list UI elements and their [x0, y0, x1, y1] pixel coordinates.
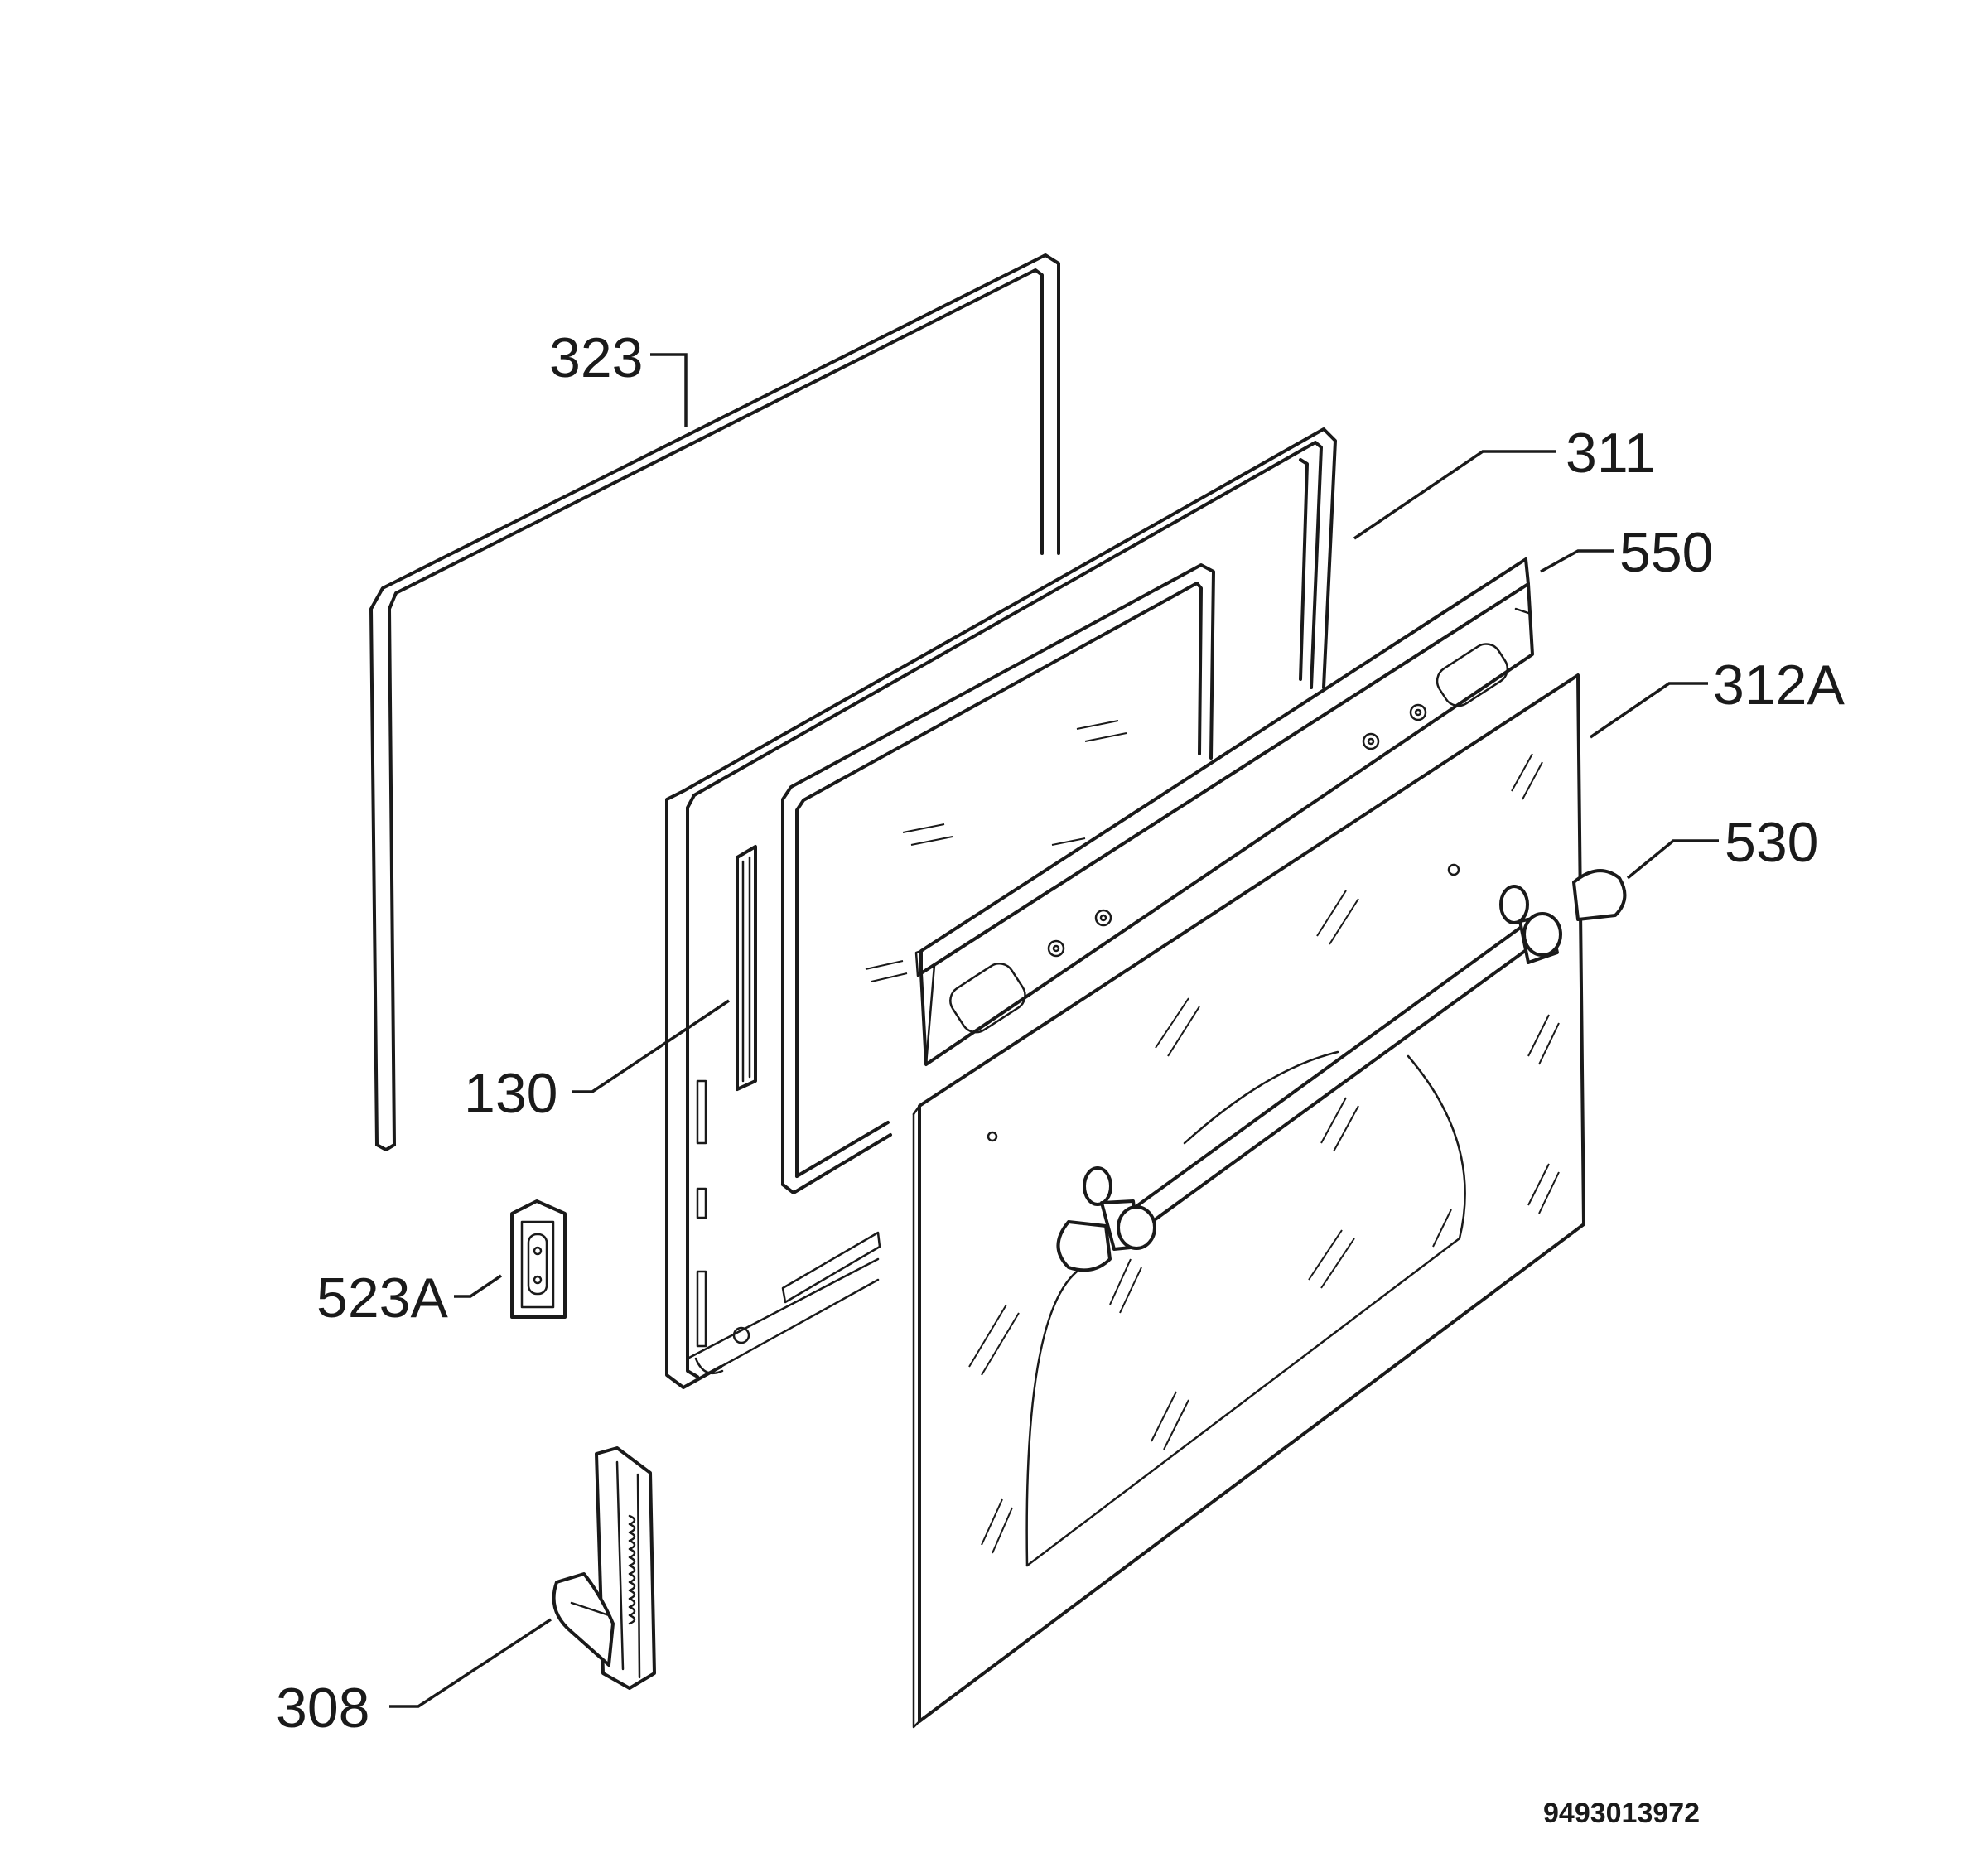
part-323-gasket [369, 253, 1060, 1151]
document-number: 9493013972 [1543, 1798, 1700, 1829]
callout-312A: 312A [1713, 654, 1845, 717]
part-312A-outer-glass [912, 673, 1585, 1729]
part-530-handle [1056, 869, 1627, 1272]
leader-311 [1353, 450, 1556, 540]
leader-523A [454, 1274, 502, 1298]
leader-323 [650, 353, 688, 427]
callout-530: 530 [1725, 811, 1818, 874]
leader-530 [1626, 839, 1719, 880]
part-308-hinge [552, 1446, 656, 1690]
leader-130 [572, 999, 730, 1093]
part-311-inner-door [665, 427, 1337, 1389]
leader-308 [389, 1618, 552, 1708]
callout-323: 323 [549, 326, 643, 389]
leader-312A [1590, 682, 1708, 739]
leader-550 [1540, 549, 1614, 573]
callout-550: 550 [1619, 521, 1713, 584]
part-523A-latch [510, 1199, 567, 1319]
callout-130: 130 [464, 1062, 557, 1125]
leader-lines [389, 353, 1719, 1708]
part-130-seal-strip [736, 845, 757, 1091]
callout-523A: 523A [316, 1267, 448, 1330]
part-550-hinge-cover [914, 557, 1534, 1066]
callout-311: 311 [1566, 422, 1655, 485]
callout-308: 308 [276, 1677, 369, 1740]
